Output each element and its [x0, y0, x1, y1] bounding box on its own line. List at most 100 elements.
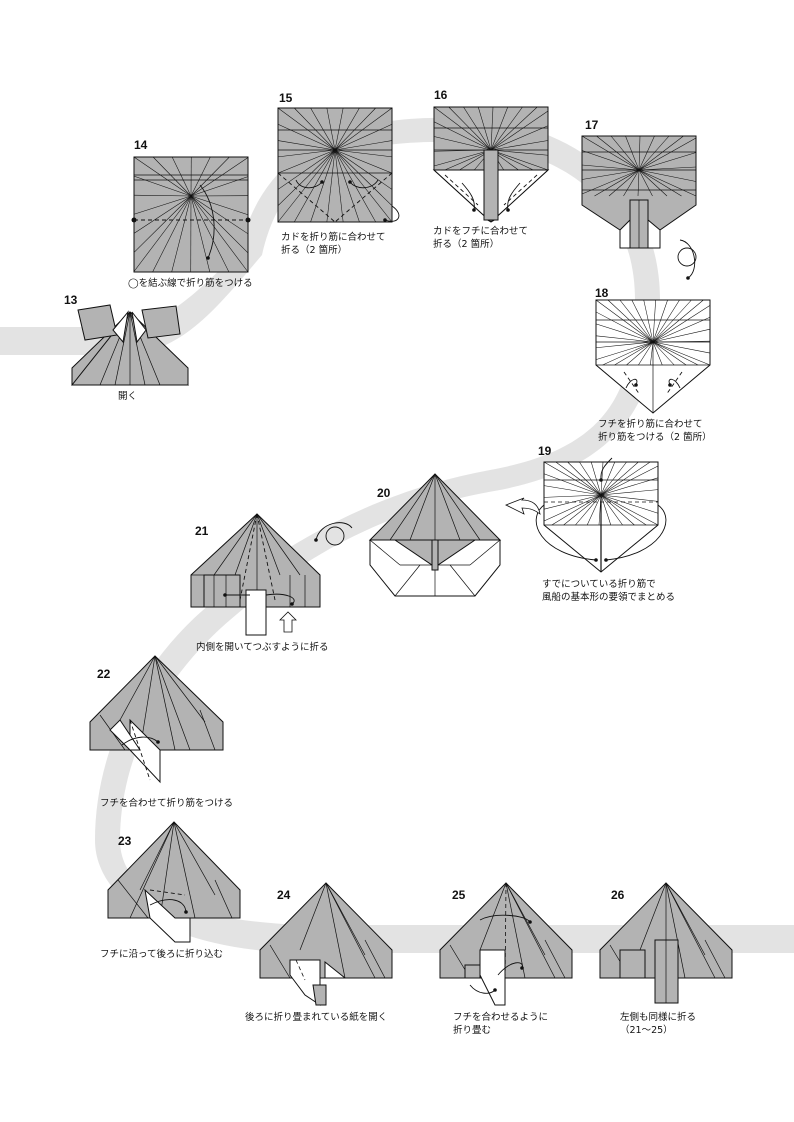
crease-line: [638, 169, 682, 197]
crease-line: [619, 299, 654, 343]
fold-arrow: [461, 182, 475, 211]
inner-white: [324, 960, 347, 979]
crease-line: [614, 341, 654, 366]
valley-fold-line: [295, 959, 306, 981]
fold-arrow: [679, 239, 696, 279]
crease-line: [444, 149, 492, 171]
model: [439, 882, 573, 979]
step-21-number: 21: [195, 524, 209, 538]
crease-line: [652, 341, 687, 366]
crease-line: [600, 477, 659, 496]
fold-arrow: [384, 205, 400, 222]
crease-line: [490, 106, 538, 151]
crease-line: [154, 655, 206, 723]
crease-line: [626, 341, 654, 366]
step-15-number: 15: [279, 91, 293, 105]
crease-line: [595, 311, 654, 343]
step-23-number: 23: [118, 834, 132, 848]
crease-line: [256, 513, 301, 576]
step-17-figure: [581, 135, 697, 280]
arrow-head: [206, 256, 210, 260]
fold-arrow: [605, 504, 667, 561]
crease-line: [334, 149, 393, 158]
crease-line: [334, 149, 393, 190]
crease-line: [631, 299, 654, 343]
step-22-number: 22: [97, 667, 111, 681]
step-23-figure: [107, 821, 241, 943]
crease-line: [277, 149, 336, 206]
crease-line: [638, 135, 655, 171]
crease-line: [133, 195, 192, 234]
crease-line: [434, 473, 481, 541]
step-16-figure: [432, 106, 550, 223]
crease-line: [625, 135, 640, 171]
side-tab: [647, 218, 661, 249]
inner-flap: [393, 539, 433, 566]
crease-line: [133, 195, 192, 272]
arrow-head: [668, 383, 672, 387]
crease-line: [334, 149, 393, 206]
crease-line: [490, 125, 549, 151]
crease-line: [581, 135, 640, 171]
center-strip: [431, 539, 439, 571]
crease-line: [190, 195, 211, 273]
crease-line: [299, 882, 327, 951]
crease-line: [637, 169, 640, 197]
white-flap: [144, 888, 191, 943]
crease-line: [433, 121, 492, 151]
fold-arrow: [668, 378, 681, 389]
step-15-caption-line1: カドを折り筋に合わせて: [281, 232, 386, 243]
step-14-number: 14: [134, 138, 148, 152]
crease-line: [551, 494, 602, 526]
crease-line: [133, 156, 192, 197]
step-17-number: 17: [585, 118, 599, 132]
crease-line: [334, 107, 376, 151]
crease-line: [608, 169, 640, 197]
step-14-figure: [131, 156, 251, 273]
step-25-caption-line1: フチを合わせるように: [453, 1012, 549, 1023]
side-panel: [203, 574, 241, 608]
crease-line: [119, 655, 156, 721]
crease-line: [638, 135, 670, 171]
crease-line: [586, 494, 602, 526]
crease-line: [334, 107, 393, 151]
crease-line: [133, 195, 192, 253]
crease-line: [190, 157, 249, 197]
center-white: [245, 589, 267, 636]
crease-line: [433, 106, 492, 151]
valley-fold-line: [504, 882, 507, 991]
step-19-caption-line1: すでについている折り筋で: [542, 579, 656, 590]
crease-line: [152, 195, 192, 273]
hollow-arrow: [505, 497, 541, 515]
crease-line: [294, 149, 336, 223]
white-flap: [479, 949, 506, 1006]
crease-line: [190, 195, 249, 273]
push-arrow: [279, 611, 297, 633]
step-25-caption-line2: 折り畳む: [453, 1025, 492, 1036]
crease-line: [154, 655, 176, 751]
crease-line: [334, 107, 344, 151]
crease-line: [477, 106, 492, 151]
crease-line: [543, 494, 602, 522]
fold-arrow: [265, 593, 295, 605]
inner-white: [131, 311, 147, 344]
crease-line: [652, 341, 699, 366]
step-25-figure: [439, 882, 573, 1006]
crease-line: [600, 494, 623, 526]
crease-line: [277, 140, 336, 151]
crease-line: [652, 299, 656, 343]
step-23-caption: フチに沿って後ろに折り込む: [100, 949, 224, 960]
step-21-caption: 内側を開いてつぶすように折る: [196, 642, 329, 653]
crease-line: [600, 494, 659, 514]
arrow-head: [320, 180, 324, 184]
crease-line: [269, 944, 291, 979]
crease-line: [171, 156, 192, 197]
step-25-number: 25: [452, 888, 466, 902]
crease-line: [638, 169, 697, 182]
crease-line: [652, 299, 692, 343]
step-16-caption-line2: 折る（2 箇所）: [433, 239, 500, 250]
crease-line: [173, 821, 216, 896]
crease-line: [310, 107, 336, 151]
crease-line: [214, 879, 233, 919]
